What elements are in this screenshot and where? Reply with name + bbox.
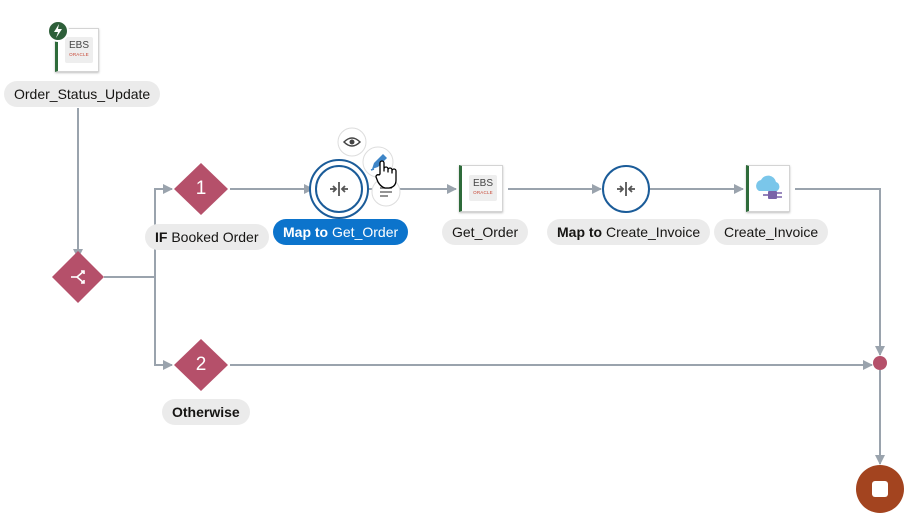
branch-2-number: 2 xyxy=(195,354,207,375)
branch-2-condition: Otherwise xyxy=(172,404,240,420)
map-get-order-label[interactable]: Map to Get_Order xyxy=(273,219,409,245)
branch-2-label[interactable]: Otherwise xyxy=(162,399,250,425)
connector-branch-2-down xyxy=(154,277,173,370)
get-order-node[interactable]: EBS ORACLE xyxy=(459,165,503,212)
map-get-order-prefix: Map to xyxy=(283,224,329,240)
map-get-order-target: Get_Order xyxy=(328,224,399,240)
get-order-label[interactable]: Get_Order xyxy=(442,219,529,245)
map-create-invoice-prefix: Map to xyxy=(557,224,603,240)
switch-node[interactable] xyxy=(52,251,104,303)
branch-1-number: 1 xyxy=(195,178,207,199)
switch-icon xyxy=(71,270,85,284)
create-invoice-node[interactable] xyxy=(746,165,790,212)
merge-point xyxy=(873,356,887,370)
lightning-icon xyxy=(54,24,62,38)
cloud-plug-icon xyxy=(756,175,782,199)
stop-icon xyxy=(872,481,888,497)
ebs-logo: EBS ORACLE xyxy=(469,175,497,201)
create-invoice-label-text: Create_Invoice xyxy=(724,224,819,240)
branch-1-label[interactable]: IF Booked Order xyxy=(145,224,269,250)
ebs-logo: EBS ORACLE xyxy=(65,37,93,63)
trigger-label-text: Order_Status_Update xyxy=(14,86,151,102)
map-node-get-order[interactable] xyxy=(309,159,369,219)
end-node[interactable] xyxy=(856,465,904,513)
get-order-label-text: Get_Order xyxy=(452,224,519,240)
map-icon xyxy=(330,182,348,196)
ebs-logo-text: EBS xyxy=(68,40,89,51)
edit-icon xyxy=(370,154,387,171)
hand-cursor-icon xyxy=(375,160,397,189)
map-create-invoice-label[interactable]: Map to Create_Invoice xyxy=(547,219,711,245)
eye-icon xyxy=(342,137,362,147)
connector-create-invoice-to-merge xyxy=(795,188,885,356)
map-create-invoice-target: Create_Invoice xyxy=(602,224,701,240)
oracle-logo-text: ORACLE xyxy=(473,190,493,195)
branch-1-diamond[interactable] xyxy=(174,163,228,215)
trigger-label[interactable]: Order_Status_Update xyxy=(4,81,161,107)
ebs-logo-text: EBS xyxy=(472,178,493,189)
trigger-badge xyxy=(47,20,69,42)
branch-2-diamond[interactable] xyxy=(174,339,228,391)
branch-1-condition: Booked Order xyxy=(167,229,259,245)
oracle-logo-text: ORACLE xyxy=(69,52,89,57)
create-invoice-label[interactable]: Create_Invoice xyxy=(714,219,829,245)
branch-1-keyword: IF xyxy=(155,229,168,245)
map-node-create-invoice[interactable] xyxy=(602,165,650,213)
view-action-button[interactable] xyxy=(337,127,367,157)
map-icon xyxy=(617,182,635,196)
